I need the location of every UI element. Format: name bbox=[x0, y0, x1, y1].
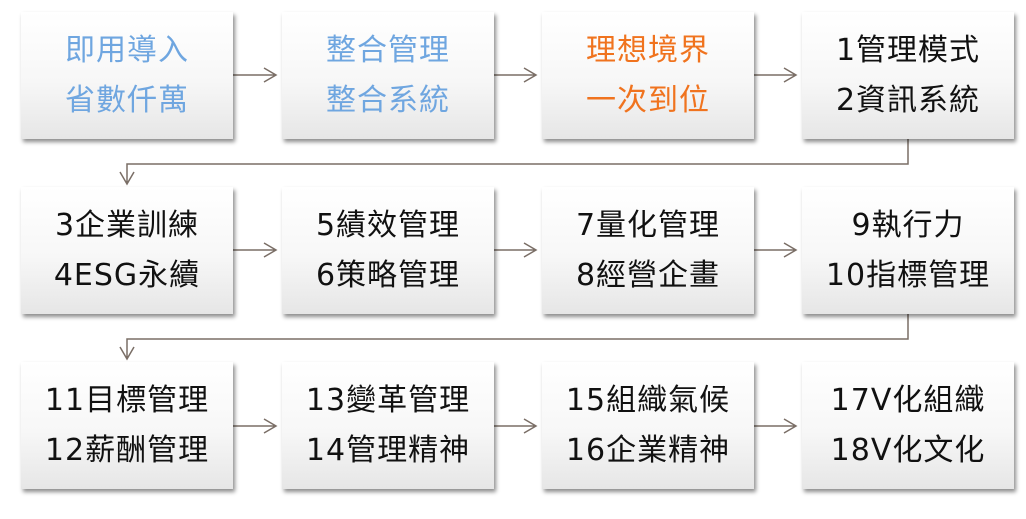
flow-box-line2: 10指標管理 bbox=[825, 257, 991, 293]
flow-box-line2: 整合系統 bbox=[326, 82, 450, 118]
arrow-connector bbox=[493, 418, 538, 434]
flow-box-line2: 一次到位 bbox=[586, 82, 710, 118]
flow-box-line2: 14管理精神 bbox=[305, 432, 471, 468]
arrow-connector bbox=[493, 242, 538, 258]
flow-box-line1: 整合管理 bbox=[326, 32, 450, 68]
arrow-connector bbox=[119, 139, 909, 186]
flow-box: 17V化組織 18V化文化 bbox=[802, 362, 1014, 489]
flow-box: 1管理模式 2資訊系統 bbox=[802, 12, 1014, 139]
arrow-connector bbox=[119, 314, 909, 361]
flow-box-line2: 18V化文化 bbox=[830, 432, 986, 468]
flow-box-line2: 16企業精神 bbox=[565, 432, 731, 468]
flow-box-line1: 理想境界 bbox=[586, 32, 710, 68]
flow-box-line1: 17V化組織 bbox=[830, 382, 986, 418]
flow-box: 9執行力 10指標管理 bbox=[802, 187, 1014, 314]
flow-box-line2: 12薪酬管理 bbox=[44, 432, 210, 468]
arrow-connector bbox=[753, 67, 798, 83]
flow-box-line2: 4ESG永續 bbox=[53, 257, 201, 293]
flow-box-line2: 6策略管理 bbox=[315, 257, 461, 293]
flow-box: 13變革管理 14管理精神 bbox=[282, 362, 494, 489]
arrow-connector bbox=[753, 242, 798, 258]
flow-box-line1: 9執行力 bbox=[851, 207, 965, 243]
flow-box-line2: 2資訊系統 bbox=[835, 82, 981, 118]
arrow-connector bbox=[233, 418, 278, 434]
flow-box-line1: 1管理模式 bbox=[835, 32, 981, 68]
flow-box: 11目標管理 12薪酬管理 bbox=[21, 362, 233, 489]
flow-box-line1: 11目標管理 bbox=[44, 382, 210, 418]
flow-box: 5績效管理 6策略管理 bbox=[282, 187, 494, 314]
flow-box-line1: 7量化管理 bbox=[575, 207, 721, 243]
flow-box-line1: 即用導入 bbox=[65, 32, 189, 68]
flow-box: 即用導入省數仟萬 bbox=[21, 12, 233, 139]
flow-box-line1: 5績效管理 bbox=[315, 207, 461, 243]
flow-box: 3企業訓練 4ESG永續 bbox=[21, 187, 233, 314]
flow-box: 15組織氣候 16企業精神 bbox=[542, 362, 754, 489]
flow-box: 整合管理整合系統 bbox=[282, 12, 494, 139]
flow-box: 7量化管理 8經營企畫 bbox=[542, 187, 754, 314]
arrow-connector bbox=[753, 418, 798, 434]
flow-box-line2: 省數仟萬 bbox=[65, 82, 189, 118]
arrow-connector bbox=[233, 67, 278, 83]
flow-box-line2: 8經營企畫 bbox=[575, 257, 721, 293]
arrow-connector bbox=[233, 242, 278, 258]
flow-box-line1: 15組織氣候 bbox=[565, 382, 731, 418]
flow-box-line1: 3企業訓練 bbox=[54, 207, 200, 243]
arrow-connector bbox=[493, 67, 538, 83]
flow-box: 理想境界一次到位 bbox=[542, 12, 754, 139]
flow-box-line1: 13變革管理 bbox=[305, 382, 471, 418]
